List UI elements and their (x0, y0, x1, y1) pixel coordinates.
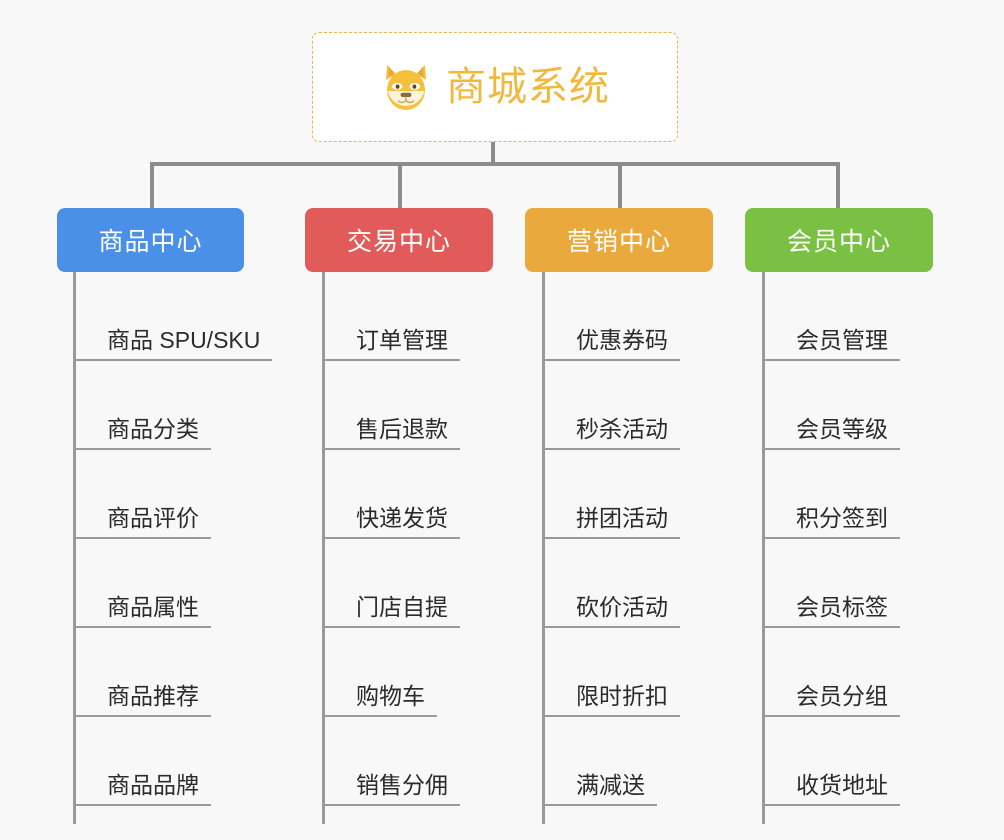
leaf-item[interactable]: 收货地址 (762, 717, 900, 806)
leaf-item[interactable]: 会员等级 (762, 361, 900, 450)
connector-trunk (491, 142, 495, 164)
branch-header-label: 会员中心 (786, 228, 891, 256)
leaf-item-label: 商品评价 (107, 505, 199, 531)
connector-bar (150, 162, 840, 166)
leaf-item[interactable]: 会员分组 (762, 628, 900, 717)
leaf-item[interactable]: 秒杀活动 (542, 361, 680, 450)
leaf-item[interactable]: 门店自提 (322, 539, 460, 628)
branch-spine (73, 272, 76, 824)
branch-spine (762, 272, 765, 824)
branch-spine (542, 272, 545, 824)
leaf-item-label: 满减送 (576, 772, 645, 798)
connector-drop-1 (150, 162, 154, 210)
leaf-item-label: 优惠券码 (576, 327, 668, 353)
leaf-item[interactable]: 商品属性 (73, 539, 211, 628)
leaf-item[interactable]: 会员标签 (762, 539, 900, 628)
leaf-item[interactable]: 满减送 (542, 717, 657, 806)
leaf-item-label: 会员分组 (796, 683, 888, 709)
leaf-item[interactable]: 销售分佣 (322, 717, 460, 806)
leaf-item[interactable]: 拼团活动 (542, 450, 680, 539)
leaf-item-label: 限时折扣 (576, 683, 668, 709)
leaf-item-label: 销售分佣 (356, 772, 448, 798)
leaf-item-label: 砍价活动 (576, 594, 668, 620)
root-node[interactable]: 商城系统 (312, 32, 678, 142)
leaf-item[interactable]: 售后退款 (322, 361, 460, 450)
branch-spine (322, 272, 325, 824)
leaf-item-label: 商品品牌 (107, 772, 199, 798)
root-title: 商城系统 (446, 65, 610, 109)
leaf-item[interactable]: 积分签到 (762, 450, 900, 539)
leaf-item-label: 快递发货 (356, 505, 448, 531)
connector-drop-4 (836, 162, 840, 210)
branch-header-label: 商品中心 (98, 228, 203, 256)
leaf-item[interactable]: 砍价活动 (542, 539, 680, 628)
leaf-item[interactable]: 限时折扣 (542, 628, 680, 717)
branch-header-label: 营销中心 (566, 228, 671, 256)
leaf-item[interactable]: 商品评价 (73, 450, 211, 539)
leaf-item[interactable]: 商品分类 (73, 361, 211, 450)
shiba-dog-face-icon (386, 65, 426, 110)
leaf-item[interactable]: 商品 SPU/SKU (73, 272, 273, 361)
branch-header-member-center[interactable]: 会员中心 (745, 208, 933, 272)
leaf-item-label: 收货地址 (796, 772, 888, 798)
leaf-item-label: 门店自提 (356, 594, 448, 620)
leaf-item-label: 商品推荐 (107, 683, 199, 709)
leaf-item-label: 会员等级 (796, 416, 888, 442)
leaf-item-label: 商品分类 (107, 416, 199, 442)
branch-header-trade-center[interactable]: 交易中心 (305, 208, 493, 272)
branch-header-product-center[interactable]: 商品中心 (57, 208, 244, 272)
branch-header-marketing-center[interactable]: 营销中心 (525, 208, 713, 272)
leaf-item-label: 会员标签 (796, 594, 888, 620)
leaf-item[interactable]: 购物车 (322, 628, 437, 717)
leaf-item-label: 订单管理 (356, 327, 448, 353)
leaf-item[interactable]: 会员管理 (762, 272, 900, 361)
leaf-item-label: 会员管理 (796, 327, 888, 353)
leaf-item[interactable]: 快递发货 (322, 450, 460, 539)
connector-drop-2 (398, 162, 402, 210)
leaf-item[interactable]: 商品品牌 (73, 717, 211, 806)
leaf-item-label: 积分签到 (796, 505, 888, 531)
leaf-item[interactable]: 优惠券码 (542, 272, 680, 361)
connector-drop-3 (618, 162, 622, 210)
leaf-item-label: 售后退款 (356, 416, 448, 442)
leaf-item-label: 商品属性 (107, 594, 199, 620)
leaf-item-label: 秒杀活动 (576, 416, 668, 442)
leaf-item-label: 拼团活动 (576, 505, 668, 531)
branch-header-label: 交易中心 (346, 228, 451, 256)
leaf-item-label: 商品 SPU/SKU (107, 327, 261, 353)
leaf-item[interactable]: 商品推荐 (73, 628, 211, 717)
leaf-item-label: 购物车 (356, 683, 425, 709)
leaf-item[interactable]: 订单管理 (322, 272, 460, 361)
